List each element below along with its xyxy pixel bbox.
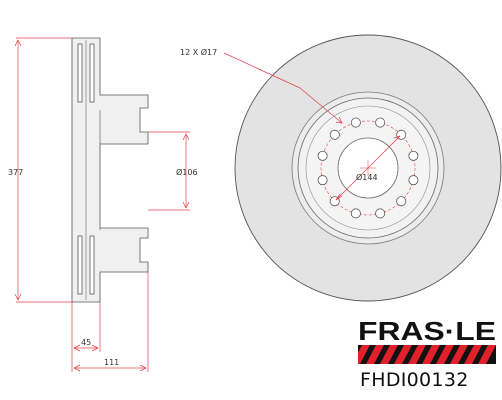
bolt-hole — [408, 175, 419, 186]
bolt-circle-label: Ø144 — [356, 172, 378, 182]
bolt-holes-label: 12 X Ø17 — [180, 47, 217, 57]
bolt-hole — [317, 150, 328, 161]
bolt-hole — [408, 150, 419, 161]
height-dimension — [14, 37, 72, 303]
bolt-hole — [317, 175, 328, 186]
inner-diameter-dimension — [148, 131, 190, 211]
height-label: 377 — [8, 168, 23, 177]
bolt-hole — [350, 117, 361, 128]
brand-name: FRAS·LE — [358, 318, 496, 346]
logo-stripes-icon — [356, 345, 496, 364]
frasle-logo: FRAS·LE — [356, 318, 496, 364]
bolt-hole — [329, 129, 340, 140]
width-45-label: 45 — [81, 338, 91, 347]
inner-diameter-label: Ø106 — [176, 167, 198, 177]
width-111-dimension — [73, 272, 149, 372]
width-111-label: 111 — [104, 358, 119, 367]
bolt-hole — [375, 117, 386, 128]
bolt-hole — [350, 208, 361, 219]
width-45-dimension — [71, 302, 101, 372]
bolt-hole — [396, 196, 407, 207]
side-profile-view — [71, 37, 149, 303]
bolt-circle-leader — [335, 135, 401, 201]
bolt-holes-leader — [223, 52, 343, 124]
product-code: FHDI00132 — [360, 369, 469, 391]
bolt-hole — [375, 208, 386, 219]
